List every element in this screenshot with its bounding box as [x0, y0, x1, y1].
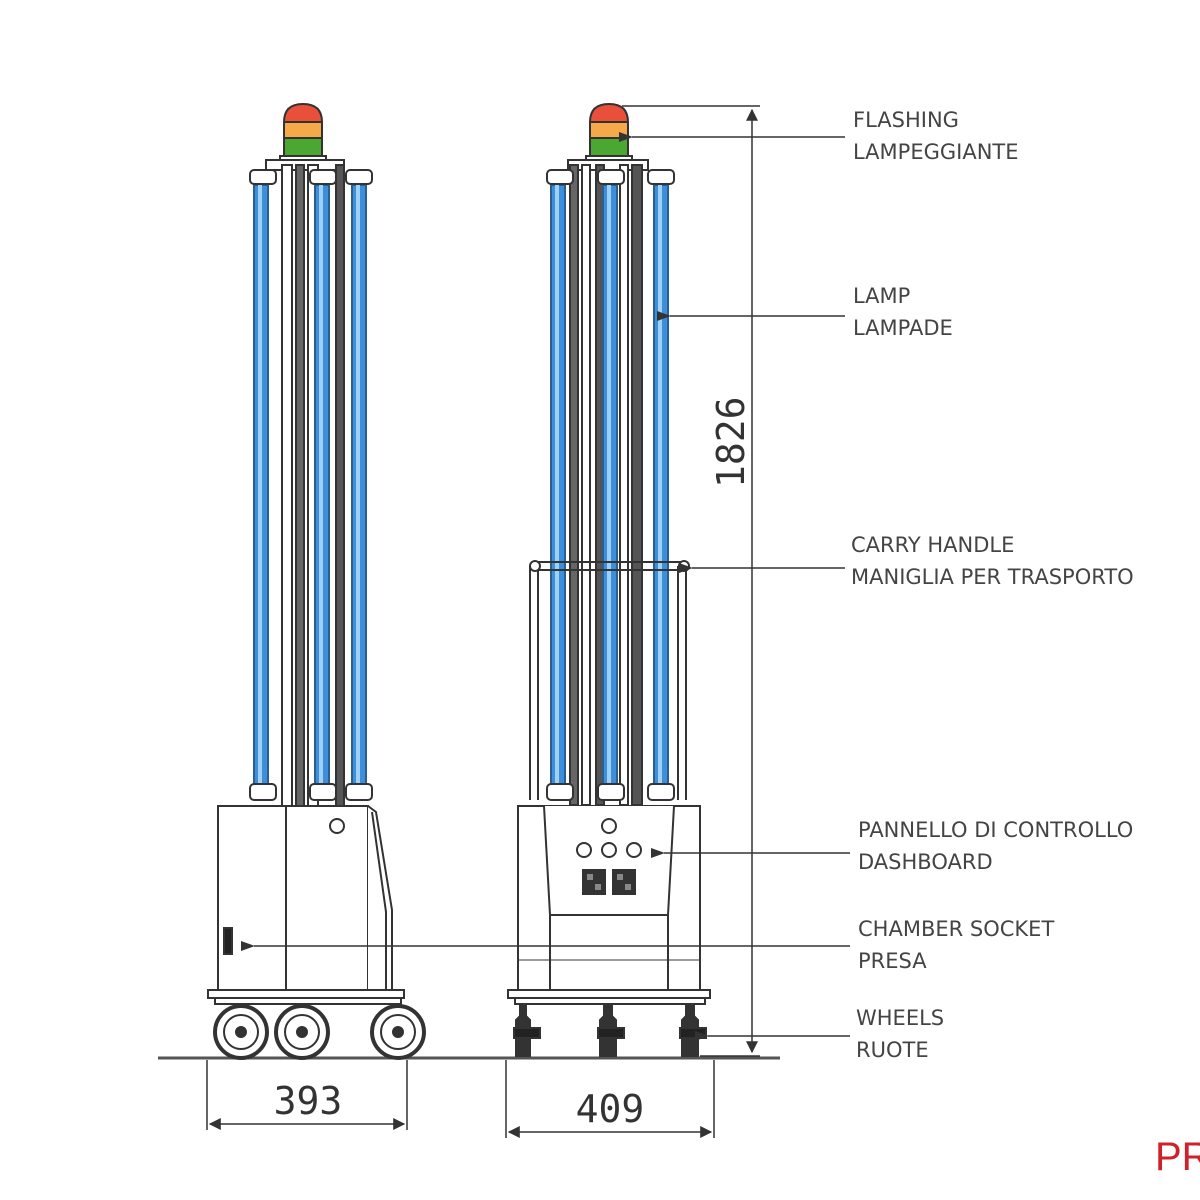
beacon-side [279, 102, 327, 162]
callout-lamp-en: LAMP [853, 284, 911, 308]
beacon-front [585, 102, 633, 162]
dimension-front-width [505, 1060, 715, 1138]
callout-carry-handle: CARRY HANDLE MANIGLIA PER TRASPORTO [851, 529, 1134, 593]
side-width-dimension-label: 393 [274, 1079, 343, 1123]
callout-flashing-it: LAMPEGGIANTE [853, 140, 1019, 164]
dashboard-panel [576, 818, 642, 895]
lamps-front [546, 169, 675, 801]
callout-chamber-socket-it: PRESA [858, 949, 927, 973]
callout-carry-handle-en: CARRY HANDLE [851, 533, 1015, 557]
callout-lamp: LAMP LAMPADE [853, 280, 953, 344]
wheels-front [513, 1004, 707, 1057]
callout-carry-handle-it: MANIGLIA PER TRASPORTO [851, 565, 1134, 589]
callout-flashing: FLASHING LAMPEGGIANTE [853, 104, 1019, 168]
callout-dashboard: PANNELLO DI CONTROLLO DASHBOARD [858, 814, 1133, 878]
chamber-socket [223, 927, 233, 955]
brand-text-fragment: PR [1155, 1135, 1200, 1179]
front-width-dimension-label: 409 [576, 1087, 645, 1131]
leader-lines [241, 132, 850, 1041]
callout-wheels-en: WHEELS [856, 1006, 945, 1030]
height-dimension-label: 1826 [709, 396, 753, 488]
callout-flashing-en: FLASHING [853, 108, 959, 132]
callout-wheels-it: RUOTE [856, 1038, 929, 1062]
callout-lamp-it: LAMPADE [853, 316, 953, 340]
callout-dashboard-it: DASHBOARD [858, 850, 993, 874]
callout-wheels: WHEELS RUOTE [856, 1002, 944, 1066]
dimension-side-width [206, 1060, 408, 1130]
lamps-side [249, 169, 373, 801]
callout-dashboard-en: PANNELLO DI CONTROLLO [858, 818, 1134, 842]
callout-chamber-socket-en: CHAMBER SOCKET [858, 917, 1055, 941]
side-view [207, 102, 426, 1060]
callout-chamber-socket: CHAMBER SOCKET PRESA [858, 913, 1054, 977]
base-cabinet-side [207, 805, 405, 1005]
base-cabinet-front [517, 805, 701, 991]
front-view [507, 102, 711, 1057]
dimension-height [622, 105, 760, 1057]
wheels-side [213, 1004, 426, 1060]
